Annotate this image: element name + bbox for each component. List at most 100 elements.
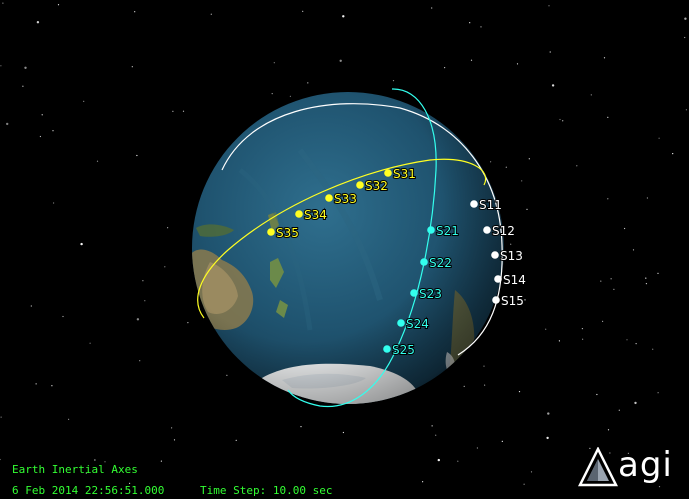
star [463,385,465,387]
star [41,114,43,116]
star [39,135,42,138]
star [392,80,395,82]
satellite-marker-icon[interactable] [356,181,364,189]
satellite-marker-icon[interactable] [384,169,392,177]
star [548,5,550,7]
satellite-s33[interactable]: S33 [325,191,358,207]
star [516,63,519,65]
satellite-marker-icon[interactable] [470,200,478,208]
star [182,110,185,112]
satellite-s15[interactable]: S15 [492,293,525,309]
star [68,418,70,420]
star [609,452,611,454]
star [136,318,140,321]
star [226,374,228,376]
star [80,242,83,246]
satellite-marker-icon[interactable] [295,210,303,218]
satellite-label: S22 [429,256,452,270]
satellite-s22[interactable]: S22 [420,255,453,271]
satellite-label: S35 [276,226,299,240]
star [607,198,609,200]
agi-logo: agi [578,445,682,489]
star [142,280,144,282]
satellite-marker-icon[interactable] [325,194,333,202]
satellite-marker-icon[interactable] [383,345,391,353]
satellite-s23[interactable]: S23 [410,286,443,302]
satellite-label: S23 [419,287,442,301]
satellite-s31[interactable]: S31 [384,166,417,182]
star [518,391,521,393]
star [613,288,615,290]
star [435,434,437,436]
satellite-s11[interactable]: S11 [470,197,503,213]
satellite-s14[interactable]: S14 [494,272,527,288]
satellite-marker-icon[interactable] [427,226,435,234]
star [134,11,136,13]
satellite-marker-icon[interactable] [494,275,502,283]
star [339,59,342,62]
satellite-s34[interactable]: S34 [295,207,328,223]
star [607,116,609,118]
star [546,436,549,440]
star [576,165,578,167]
star [684,36,686,39]
satellite-marker-icon[interactable] [492,296,500,304]
star [505,166,507,168]
star [645,283,648,285]
star [626,339,628,341]
satellite-marker-icon[interactable] [397,319,405,327]
star [167,227,169,229]
star [342,431,344,434]
star [476,447,478,449]
star [530,471,533,473]
star [602,320,604,322]
star [618,409,620,411]
star [632,249,635,251]
satellite-label: S31 [393,167,416,181]
star [131,66,133,68]
satellite-label: S14 [503,273,526,287]
satellite-marker-icon[interactable] [483,226,491,234]
star [652,348,654,350]
star [0,458,1,461]
star [658,486,661,488]
star [657,272,659,274]
star [302,10,304,12]
star [501,440,503,442]
satellite-label: S32 [365,179,388,193]
star [672,153,674,155]
star [273,62,275,64]
star [144,300,146,302]
satellite-marker-icon[interactable] [420,258,428,266]
satellite-s24[interactable]: S24 [397,316,430,332]
starfield [0,2,688,488]
star [289,95,291,97]
star [235,439,237,441]
satellite-marker-icon[interactable] [491,251,499,259]
satellite-label: S12 [492,224,515,238]
star [129,482,131,484]
agi-brand-text: agi [618,445,673,485]
star [96,160,99,162]
satellite-marker-icon[interactable] [267,228,275,236]
satellite-s21[interactable]: S21 [427,223,460,239]
earth-globe-icon [192,92,504,404]
star [469,22,471,24]
star [684,17,687,20]
star [171,427,173,429]
satellite-marker-icon[interactable] [410,289,418,297]
star [484,384,486,386]
satellite-s13[interactable]: S13 [491,248,524,264]
satellite-s35[interactable]: S35 [267,225,300,241]
satellite-s25[interactable]: S25 [383,342,416,358]
satellite-s32[interactable]: S32 [356,178,389,194]
satellite-s12[interactable]: S12 [483,223,516,239]
star [0,65,2,67]
star [52,130,54,132]
star [83,100,85,102]
star [271,93,273,95]
star [94,459,96,461]
satellite-label: S24 [406,317,429,331]
